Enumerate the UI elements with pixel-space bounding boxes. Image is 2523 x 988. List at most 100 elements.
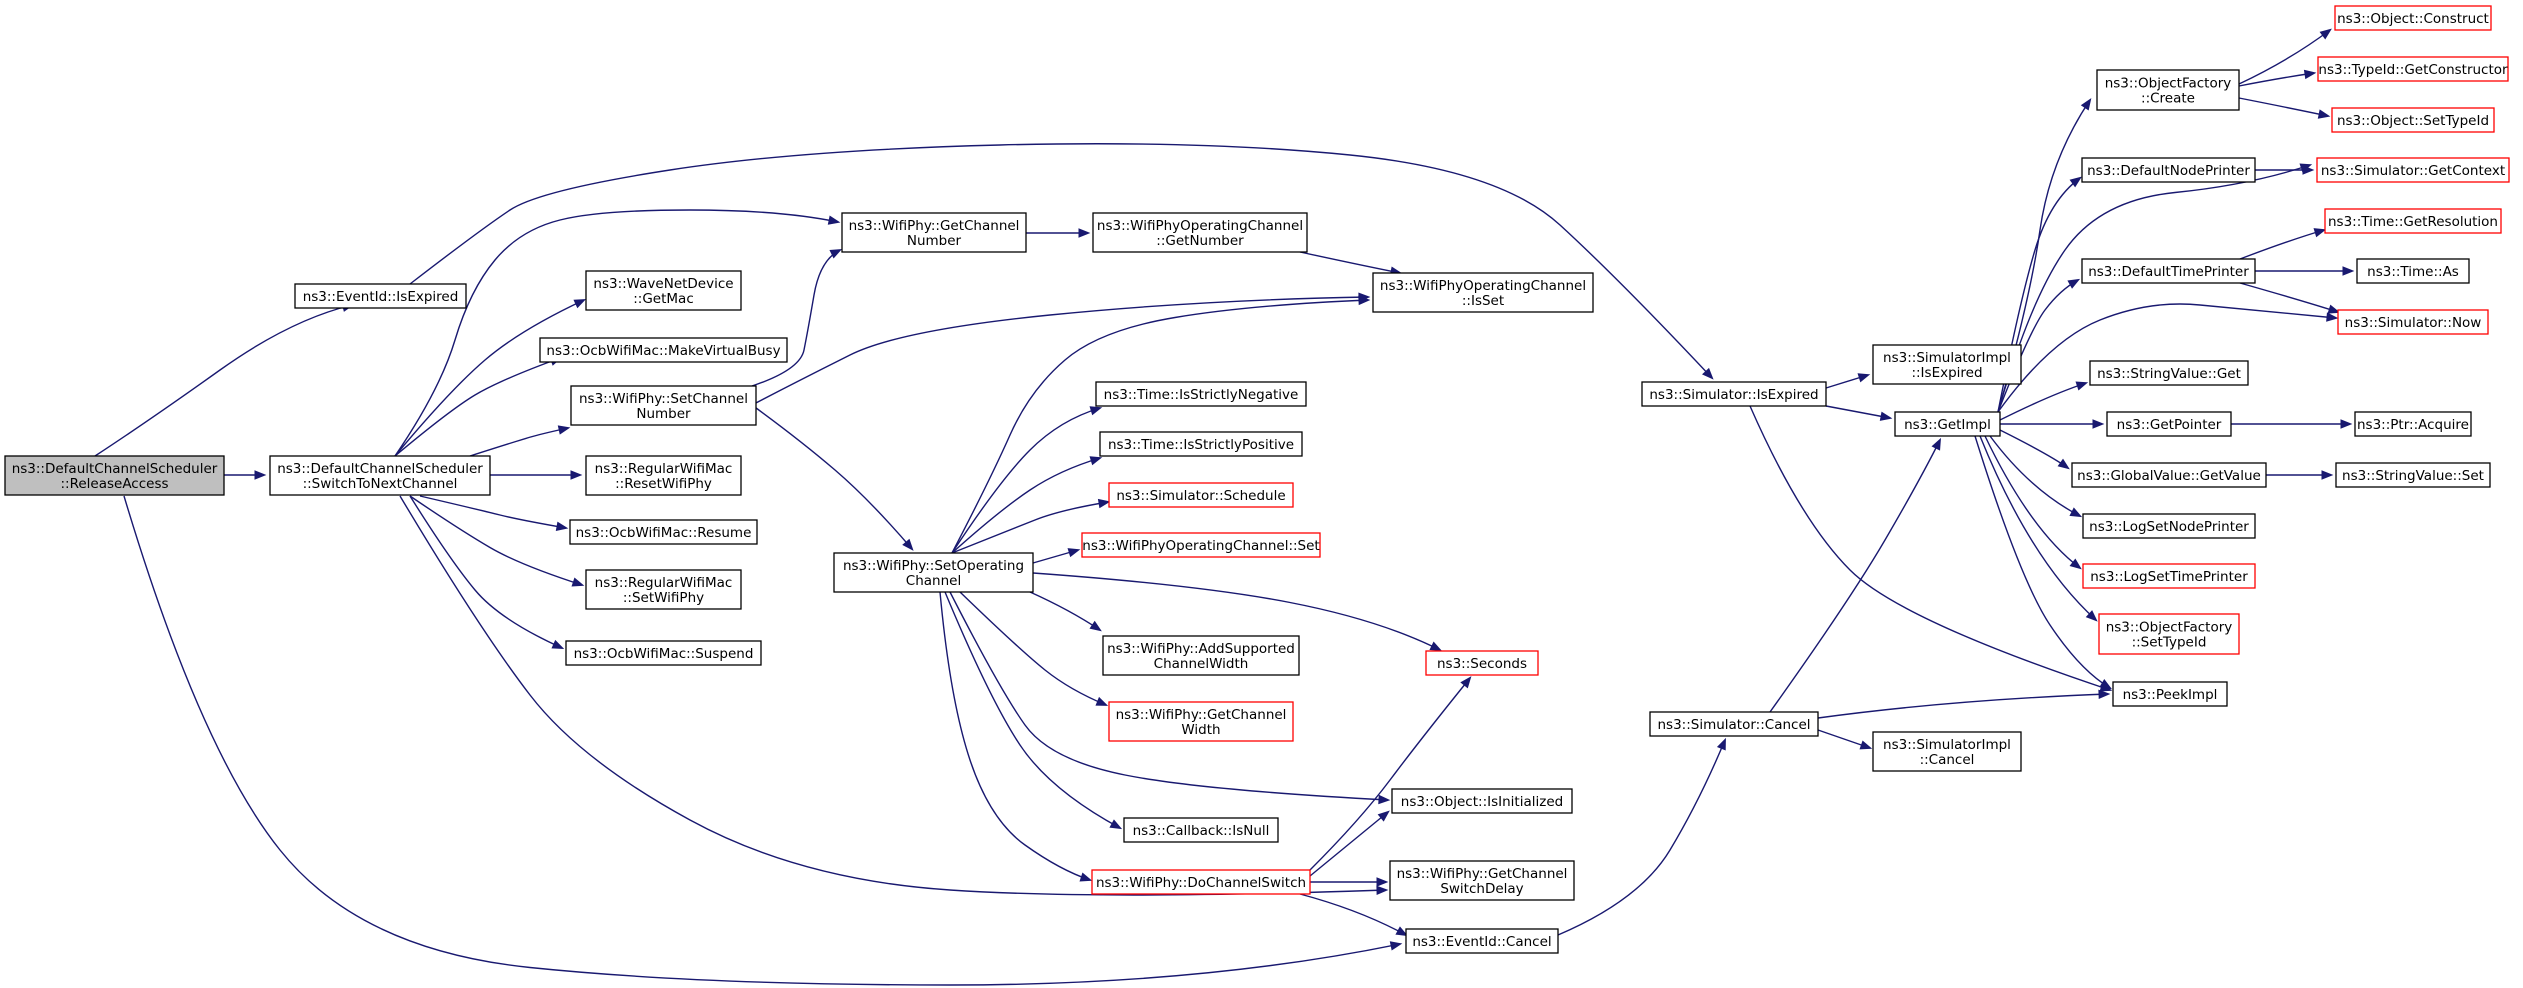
arrowhead-icon — [1931, 437, 1941, 451]
node-box — [1872, 731, 2022, 772]
node-ocb-resume[interactable]: ns3::OcbWifiMac::Resume — [569, 519, 758, 545]
edge-line — [959, 591, 1107, 706]
arrowhead-icon — [2069, 507, 2083, 518]
node-time-getresolution[interactable]: ns3::Time::GetResolution — [2324, 208, 2502, 234]
arrowhead-icon — [2098, 689, 2111, 700]
node-label-line: ns3::Ptr::Acquire — [2357, 417, 2469, 433]
node-logsetnodeprinter[interactable]: ns3::LogSetNodePrinter — [2082, 513, 2256, 539]
node-getimpl[interactable]: ns3::GetImpl — [1894, 411, 2001, 437]
node-object-isinitialized[interactable]: ns3::Object::IsInitialized — [1391, 788, 1573, 814]
node-label-line: ::ResetWifiPhy — [615, 476, 712, 492]
node-object-construct[interactable]: ns3::Object::Construct — [2334, 5, 2492, 31]
node-time-isstrictlynegative[interactable]: ns3::Time::IsStrictlyNegative — [1095, 381, 1307, 407]
node-stringvalue-get[interactable]: ns3::StringValue::Get — [2089, 360, 2249, 386]
node-box — [1108, 701, 1294, 742]
node-time-isstrictlypositive[interactable]: ns3::Time::IsStrictlyPositive — [1099, 431, 1303, 457]
node-simulator-schedule[interactable]: ns3::Simulator::Schedule — [1108, 482, 1294, 508]
edge-defaultnodeprinter-to-simulator_getcontext — [2255, 165, 2315, 175]
arrowhead-icon — [557, 425, 571, 435]
node-box — [585, 569, 742, 610]
node-regular-setwifiphy[interactable]: ns3::RegularWifiMac::SetWifiPhy — [585, 569, 742, 610]
arrowhead-icon — [2080, 98, 2092, 111]
node-wifiphy-dochannelswitch[interactable]: ns3::WifiPhy::DoChannelSwitch — [1091, 869, 1311, 895]
node-label-line: ns3::OcbWifiMac::Suspend — [574, 646, 754, 662]
node-opch-getnumber[interactable]: ns3::WifiPhyOperatingChannel::GetNumber — [1092, 212, 1308, 253]
node-ocb-suspend[interactable]: ns3::OcbWifiMac::Suspend — [565, 640, 762, 666]
node-simulator-isexpired[interactable]: ns3::Simulator::IsExpired — [1641, 381, 1827, 407]
node-simulator-cancel[interactable]: ns3::Simulator::Cancel — [1649, 711, 1819, 737]
node-object-settypeid[interactable]: ns3::Object::SetTypeId — [2331, 107, 2495, 133]
arrowhead-icon — [827, 215, 841, 225]
node-box — [1091, 869, 1311, 895]
node-box — [2081, 258, 2256, 284]
node-simulator-now[interactable]: ns3::Simulator::Now — [2337, 309, 2489, 335]
node-simimpl-cancel[interactable]: ns3::SimulatorImpl::Cancel — [1872, 731, 2022, 772]
node-label-line: ns3::TypeId::GetConstructor — [2318, 62, 2508, 78]
node-defaultnodeprinter[interactable]: ns3::DefaultNodePrinter — [2081, 157, 2256, 183]
edges-layer — [94, 28, 2355, 986]
node-peekimpl[interactable]: ns3::PeekImpl — [2112, 681, 2228, 707]
node-box — [2331, 107, 2495, 133]
node-simulator-getcontext[interactable]: ns3::Simulator::GetContext — [2316, 157, 2510, 183]
node-opch-set[interactable]: ns3::WifiPhyOperatingChannel::Set — [1081, 532, 1321, 558]
node-simimpl-isexpired[interactable]: ns3::SimulatorImpl::IsExpired — [1872, 344, 2022, 385]
node-label-line: ::Create — [2141, 91, 2195, 107]
node-wave-getmac[interactable]: ns3::WaveNetDevice::GetMac — [585, 270, 742, 311]
node-label-line: ns3::WifiPhy::AddSupported — [1107, 641, 1295, 657]
node-getpointer[interactable]: ns3::GetPointer — [2106, 411, 2232, 437]
edge-wifiphy_setoperatingchannel-to-wifiphy_getchannelwidth — [959, 591, 1109, 706]
edge-line — [394, 299, 585, 457]
arrowhead-icon — [1879, 411, 1893, 421]
edge-line — [1999, 382, 2087, 421]
arrowhead-icon — [1389, 941, 1403, 951]
edge-release_access-to-eventid_cancel — [123, 495, 1403, 986]
edge-line — [94, 304, 353, 457]
node-box — [1391, 788, 1573, 814]
node-box — [2098, 613, 2240, 655]
arrowhead-icon — [551, 639, 565, 649]
node-box — [2317, 56, 2509, 82]
node-label-line: Number — [636, 406, 691, 422]
node-time-as[interactable]: ns3::Time::As — [2356, 258, 2470, 284]
node-box — [2081, 157, 2256, 183]
node-defaulttimeprinter[interactable]: ns3::DefaultTimePrinter — [2081, 258, 2256, 284]
node-objectfactory-create[interactable]: ns3::ObjectFactory::Create — [2096, 69, 2240, 111]
node-box — [2334, 5, 2492, 31]
node-box — [1641, 381, 1827, 407]
node-eventid-cancel[interactable]: ns3::EventId::Cancel — [1405, 928, 1559, 954]
node-callback-isnull[interactable]: ns3::Callback::IsNull — [1123, 817, 1279, 843]
node-objectfactory-settypeid[interactable]: ns3::ObjectFactory::SetTypeId — [2098, 613, 2240, 655]
node-label-line: ns3::Simulator::Schedule — [1116, 488, 1285, 504]
edge-line — [1749, 405, 2111, 691]
arrowhead-icon — [2317, 109, 2331, 119]
node-seconds[interactable]: ns3::Seconds — [1425, 650, 1539, 676]
node-switch-to-next[interactable]: ns3::DefaultChannelScheduler::SwitchToNe… — [269, 455, 491, 496]
node-release-access[interactable]: ns3::DefaultChannelScheduler::ReleaseAcc… — [4, 455, 225, 496]
node-label-line: ::SetTypeId — [2132, 635, 2207, 651]
node-eventid-isexpired[interactable]: ns3::EventId::IsExpired — [294, 283, 467, 309]
arrowhead-icon — [1109, 819, 1123, 830]
node-logsettimeprinter[interactable]: ns3::LogSetTimePrinter — [2082, 563, 2256, 589]
node-ptr-acquire[interactable]: ns3::Ptr::Acquire — [2354, 411, 2472, 437]
node-opch-isset[interactable]: ns3::WifiPhyOperatingChannel::IsSet — [1372, 272, 1594, 313]
node-box — [569, 519, 758, 545]
node-box — [2071, 462, 2267, 488]
node-label-line: ns3::EventId::Cancel — [1412, 934, 1551, 950]
arrowhead-icon — [1376, 877, 1389, 887]
node-stringvalue-set[interactable]: ns3::StringValue::Set — [2335, 462, 2491, 488]
node-typeid-getconstructor[interactable]: ns3::TypeId::GetConstructor — [2317, 56, 2509, 82]
node-ocb-makevirtualbusy[interactable]: ns3::OcbWifiMac::MakeVirtualBusy — [539, 337, 788, 363]
arrowhead-icon — [2067, 278, 2081, 289]
edge-opch_getnumber-to-opch_isset — [1299, 251, 1403, 276]
edge-line — [2239, 229, 2325, 260]
edge-simulator_isexpired-to-simimpl_isexpired — [1825, 373, 1871, 389]
edge-line — [409, 495, 563, 649]
node-globalvalue-getvalue[interactable]: ns3::GlobalValue::GetValue — [2071, 462, 2267, 488]
node-regular-resetwifiphy[interactable]: ns3::RegularWifiMac::ResetWifiPhy — [585, 455, 742, 496]
